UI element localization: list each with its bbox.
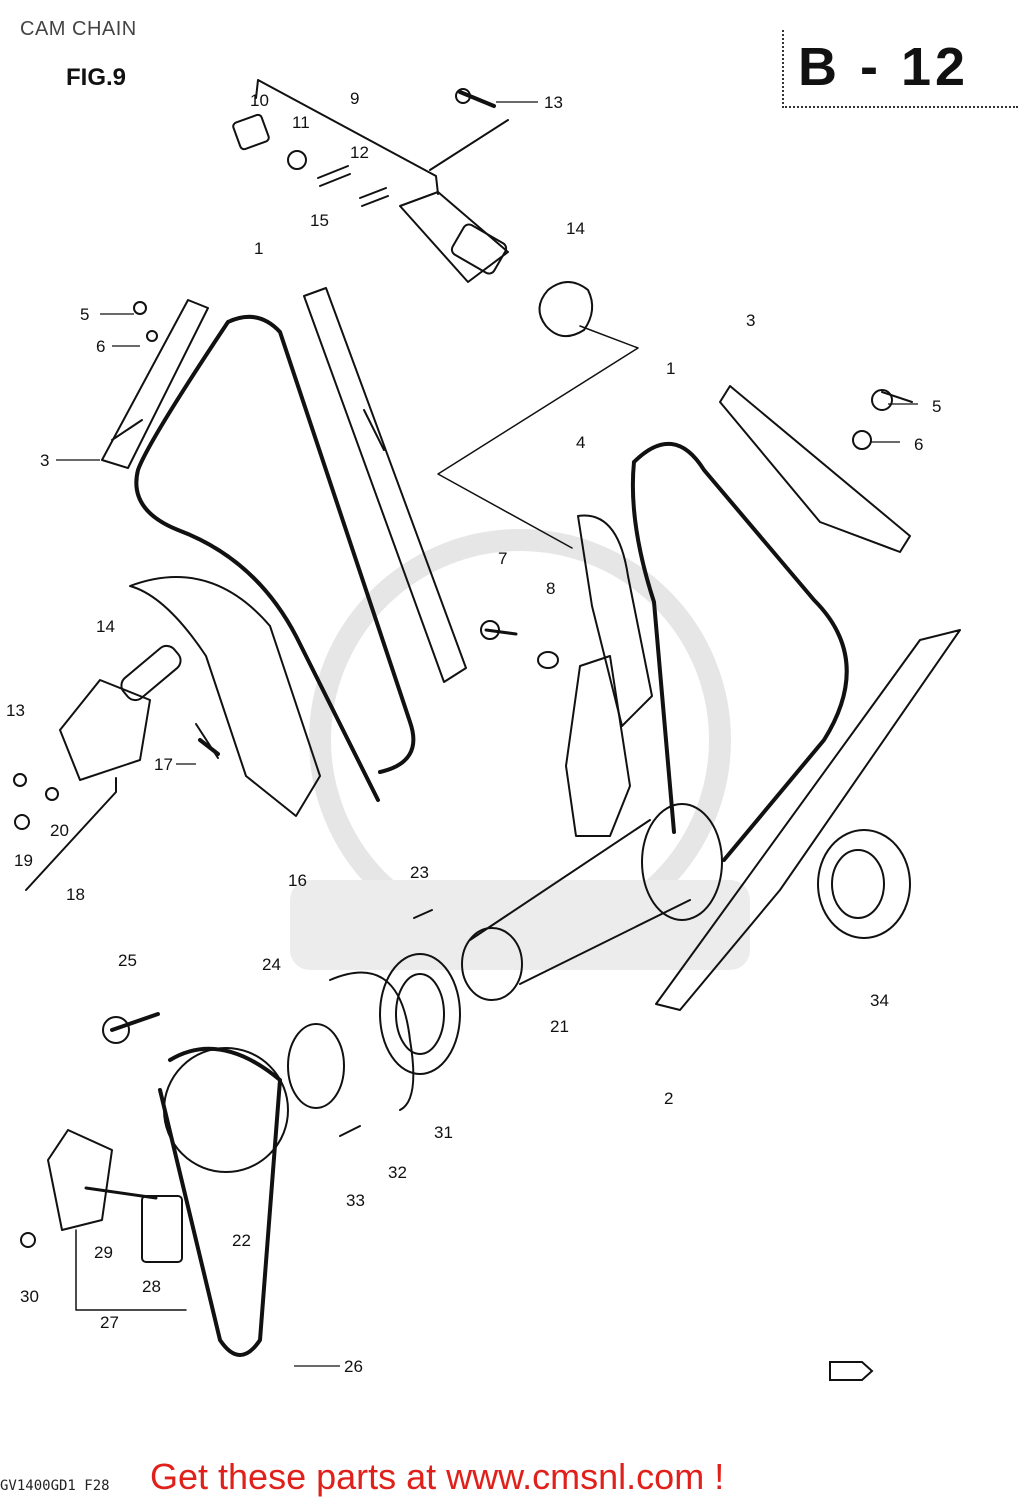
- label-13a: 13: [544, 93, 563, 112]
- label-1a: 1: [254, 239, 263, 258]
- label-25: 25: [118, 951, 137, 970]
- label-20: 20: [50, 821, 69, 840]
- guide-bracket: [565, 655, 631, 837]
- tensioner-adjuster-left: [13, 644, 182, 891]
- label-16: 16: [288, 871, 307, 890]
- label-8: 8: [546, 579, 555, 598]
- tensioner-27: [47, 1129, 113, 1231]
- label-30: 30: [20, 1287, 39, 1306]
- forward-arrow-icon: [829, 1361, 874, 1381]
- label-24: 24: [262, 955, 281, 974]
- label-15: 15: [310, 211, 329, 230]
- drawing-code: GV1400GD1 F28: [0, 1478, 110, 1494]
- bearing-34: [817, 829, 911, 939]
- shoe-28: [141, 1195, 183, 1263]
- label-34: 34: [870, 991, 889, 1010]
- chain-guide-15: [303, 287, 467, 683]
- label-1b: 1: [666, 359, 675, 378]
- label-4: 4: [576, 433, 585, 452]
- watermark-logo: [290, 529, 750, 970]
- camshaft-sprocket-21: [461, 803, 723, 1001]
- bearing-31: [379, 953, 461, 1075]
- primary-chain-26: [158, 1046, 282, 1357]
- bolt-5-right: [881, 391, 913, 403]
- retainer-32: [329, 971, 415, 1111]
- label-11: 11: [292, 113, 310, 132]
- label-29: 29: [94, 1243, 113, 1262]
- gasket-top: [538, 281, 594, 337]
- label-27: 27: [100, 1313, 119, 1332]
- label-33: 33: [346, 1191, 365, 1210]
- label-7: 7: [498, 549, 507, 568]
- page-code-box: [782, 30, 1018, 108]
- label-28: 28: [142, 1277, 161, 1296]
- label-32: 32: [388, 1163, 407, 1182]
- oil-seal-24: [287, 1023, 345, 1109]
- label-17: 17: [154, 755, 173, 774]
- label-10: 10: [250, 91, 269, 110]
- parts-link[interactable]: Get these parts at www.cmsnl.com !: [150, 1456, 725, 1497]
- chain-guide-right: [719, 385, 911, 553]
- label-12: 12: [350, 143, 369, 162]
- cam-chain-upper-left: [134, 314, 416, 802]
- label-5a: 5: [80, 305, 89, 324]
- label-22: 22: [232, 1231, 251, 1250]
- label-3a: 3: [746, 311, 755, 330]
- screw-33: [339, 1125, 361, 1137]
- label-14b: 14: [96, 617, 115, 636]
- label-18: 18: [66, 885, 85, 904]
- tensioner-adjuster-top: [232, 79, 509, 283]
- label-21: 21: [550, 1017, 569, 1036]
- page-title: CAM CHAIN: [20, 18, 137, 40]
- label-6b: 6: [914, 435, 923, 454]
- bolt-30: [20, 1232, 36, 1248]
- bolt-17: [195, 723, 219, 759]
- chain-guide-2: [655, 629, 961, 1011]
- label-31: 31: [434, 1123, 453, 1142]
- label-14a: 14: [566, 219, 585, 238]
- crank-sprocket-22: [163, 1047, 289, 1173]
- label-5b: 5: [932, 397, 941, 416]
- cam-chain-upper-right: [630, 442, 849, 862]
- label-23: 23: [410, 863, 429, 882]
- dowel-pin-23: [413, 909, 433, 919]
- label-9: 9: [350, 89, 359, 108]
- page-code: B - 12: [798, 37, 970, 97]
- tensioner-blade-16: [129, 576, 321, 817]
- bolt-25: [110, 1012, 160, 1032]
- chain-guide-left: [101, 299, 209, 469]
- label-19: 19: [14, 851, 33, 870]
- figure-label: FIG.9: [66, 64, 127, 91]
- label-3b: 3: [40, 451, 49, 470]
- label-2: 2: [664, 1089, 673, 1108]
- label-6a: 6: [96, 337, 105, 356]
- chain-guide-4: [577, 514, 653, 727]
- label-26: 26: [344, 1357, 363, 1376]
- label-13b: 13: [6, 701, 25, 720]
